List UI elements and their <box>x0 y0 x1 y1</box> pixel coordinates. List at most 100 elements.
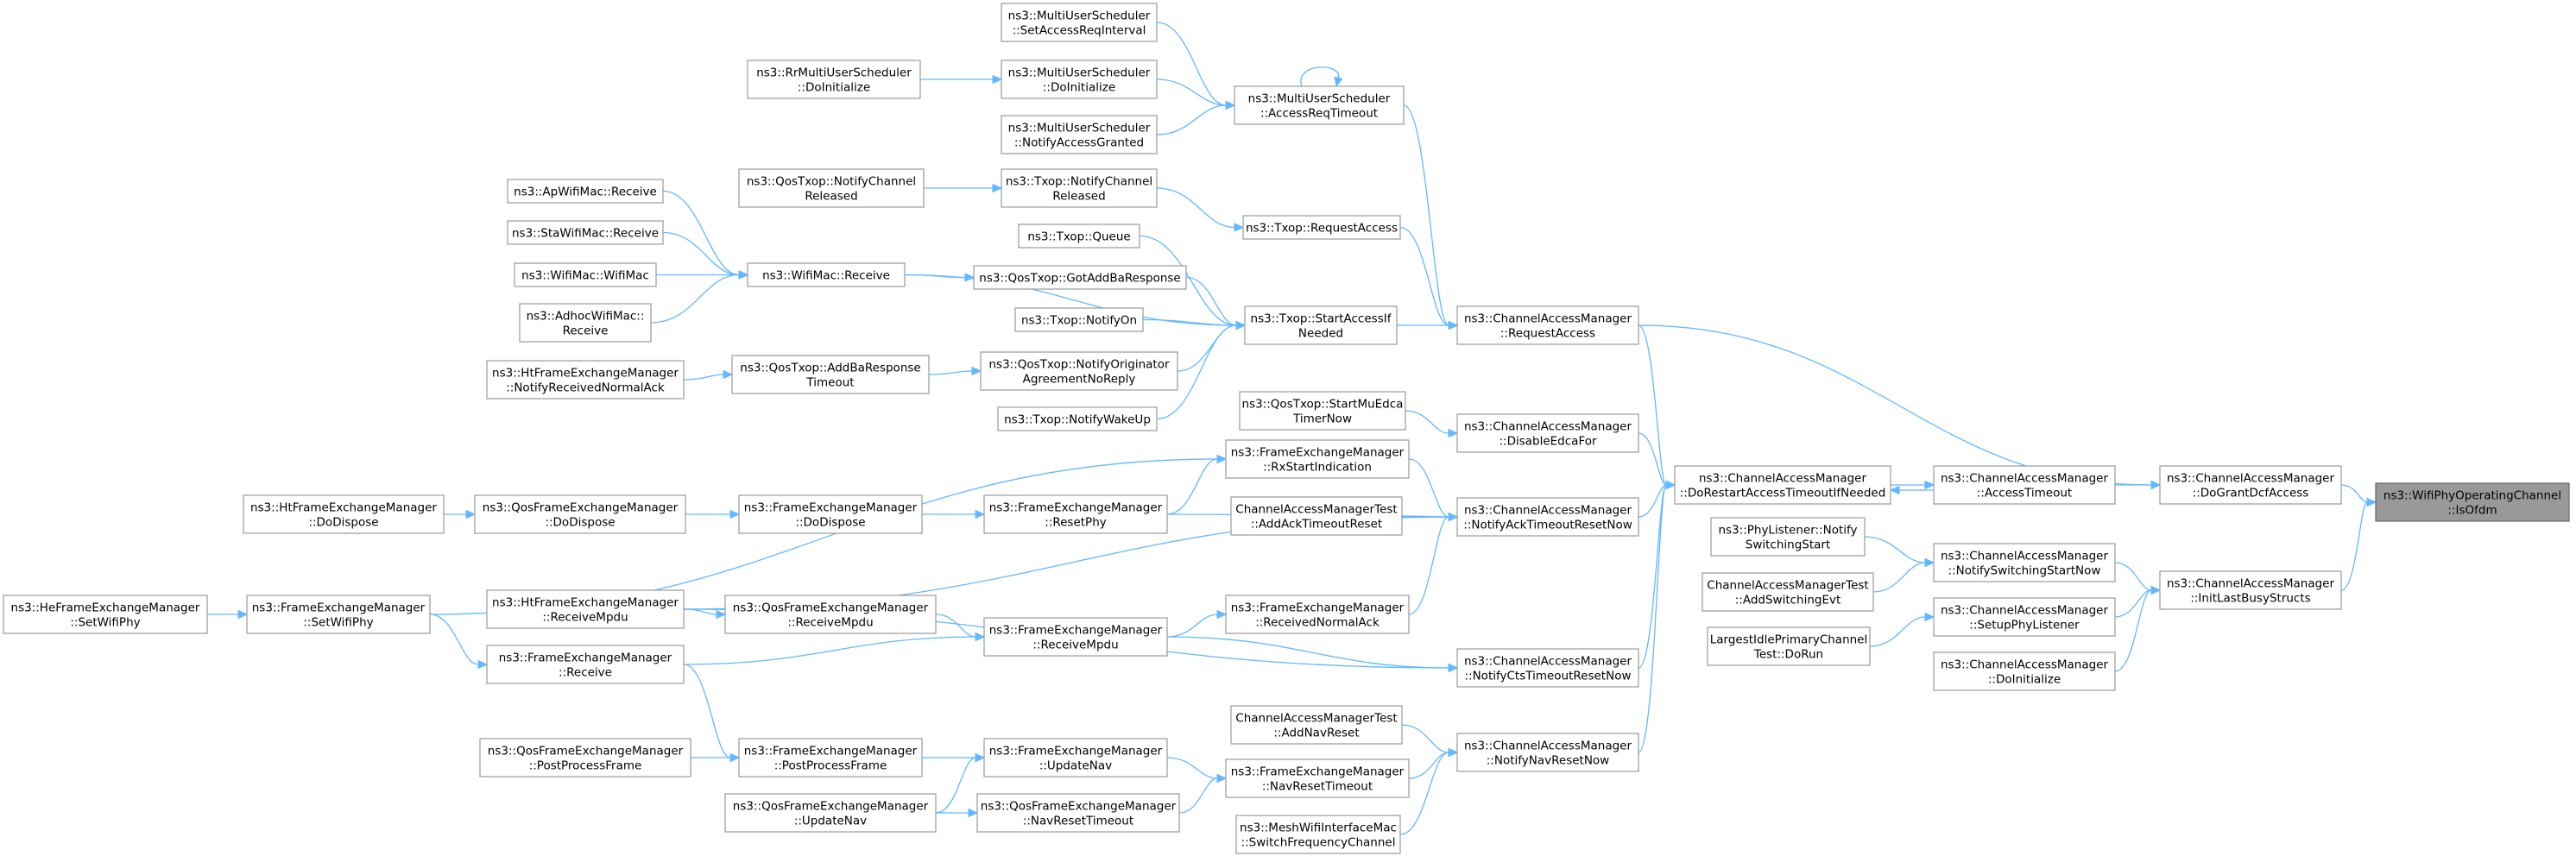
node-fem_postprocess[interactable]: ns3::FrameExchangeManager::PostProcessFr… <box>738 738 923 777</box>
node-label-line: ::PostProcessFrame <box>774 759 887 773</box>
node-box <box>747 262 906 287</box>
node-label-line: ns3::PhyListener::Notify <box>1718 524 1857 538</box>
node-qos_gotaddba[interactable]: ns3::QosTxop::GotAddBaResponse <box>973 265 1187 290</box>
node-box <box>1225 439 1410 479</box>
node-ht_dodispose[interactable]: ns3::HtFrameExchangeManager::DoDispose <box>243 494 445 534</box>
node-qos_navreset[interactable]: ns3::QosFrameExchangeManager::NavResetTi… <box>976 793 1180 833</box>
node-fem_updatenav[interactable]: ns3::FrameExchangeManager::UpdateNav <box>983 738 1168 777</box>
node-mesh_switch[interactable]: ns3::MeshWifiInterfaceMac::SwitchFrequen… <box>1235 815 1401 854</box>
node-ht_notifyack[interactable]: ns3::HtFrameExchangeManager::NotifyRecei… <box>486 360 685 400</box>
node-qosfem_updatenav[interactable]: ns3::QosFrameExchangeManager::UpdateNav <box>724 793 937 833</box>
node-doinit[interactable]: ns3::ChannelAccessManager::DoInitialize <box>1933 651 2116 691</box>
node-txop_queue[interactable]: ns3::Txop::Queue <box>1018 223 1140 249</box>
edge-line <box>1156 324 1237 420</box>
node-phylistener[interactable]: ns3::PhyListener::NotifySwitchingStart <box>1710 517 1866 557</box>
node-label-line: ::AddAckTimeoutReset <box>1251 518 1382 532</box>
edge-layer <box>207 22 2377 835</box>
node-camtest_switch[interactable]: ChannelAccessManagerTest::AddSwitchingEv… <box>1702 572 1874 612</box>
node-camtest_nav[interactable]: ChannelAccessManagerTest::AddNavReset <box>1230 705 1403 745</box>
node-fem_navreset[interactable]: ns3::FrameExchangeManager::NavResetTimeo… <box>1225 758 1410 798</box>
node-label-line: ns3::ChannelAccessManager <box>1941 658 2109 672</box>
node-fem_dodispose[interactable]: ns3::FrameExchangeManager::DoDispose <box>738 494 923 534</box>
node-adhoc_recv[interactable]: ns3::AdhocWifiMac::Receive <box>519 303 652 343</box>
edge-mesh_switch-to-notifynav <box>1399 747 1459 835</box>
node-qosfem_recvmpdu[interactable]: ns3::QosFrameExchangeManager::ReceiveMpd… <box>724 595 937 634</box>
node-mus_notify[interactable]: ns3::MultiUserScheduler::NotifyAccessGra… <box>1001 115 1158 154</box>
node-initlast[interactable]: ns3::ChannelAccessManager::InitLastBusyS… <box>2159 570 2342 610</box>
node-box <box>738 494 923 534</box>
node-label-line: ::DoRestartAccessTimeoutIfNeeded <box>1680 487 1886 500</box>
edge-arrowhead <box>2150 480 2162 490</box>
node-fem_recvmpdu[interactable]: ns3::FrameExchangeManager::ReceiveMpdu <box>983 617 1168 657</box>
node-camtest_ack[interactable]: ChannelAccessManagerTest::AddAckTimeoutR… <box>1230 496 1403 536</box>
node-stamac_recv[interactable]: ns3::StaWifiMac::Receive <box>507 220 664 245</box>
edge-arrowhead <box>1448 663 1459 673</box>
edge-arrowhead <box>1448 512 1459 522</box>
edge-line <box>2114 562 2152 591</box>
edge-arrowhead <box>237 609 249 620</box>
node-disableedca[interactable]: ns3::ChannelAccessManager::DisableEdcaFo… <box>1456 413 1639 453</box>
node-qosfem_dodispose[interactable]: ns3::QosFrameExchangeManager::DoDispose <box>474 494 686 534</box>
node-wifimac_ctor[interactable]: ns3::WifiMac::WifiMac <box>514 262 657 287</box>
node-muaccessreq[interactable]: ns3::MultiUserScheduler::AccessReqTimeou… <box>1234 85 1405 125</box>
node-label-line: ns3::QosFrameExchangeManager <box>981 800 1177 814</box>
node-notifyack[interactable]: ns3::ChannelAccessManager::NotifyAckTime… <box>1456 497 1639 537</box>
node-fem_setwifiphy[interactable]: ns3::FrameExchangeManager::SetWifiPhy <box>246 595 431 634</box>
node-box <box>1242 215 1401 240</box>
node-wifimac_recv[interactable]: ns3::WifiMac::Receive <box>747 262 906 287</box>
node-box <box>1710 517 1866 557</box>
node-fem_receive[interactable]: ns3::FrameExchangeManager::Receive <box>486 645 685 684</box>
node-txopreq[interactable]: ns3::Txop::RequestAccess <box>1242 215 1401 240</box>
node-box <box>1001 3 1158 42</box>
node-label-line: ns3::MultiUserScheduler <box>1248 92 1391 106</box>
node-setupphy[interactable]: ns3::ChannelAccessManager::SetupPhyListe… <box>1933 597 2116 637</box>
node-notifynav[interactable]: ns3::ChannelAccessManager::NotifyNavRese… <box>1456 733 1639 772</box>
node-label-line: ::DoInitialize <box>798 81 870 95</box>
node-label-line: ::ReceiveMpdu <box>1032 639 1118 652</box>
edge-line <box>1166 458 1218 515</box>
node-acctimeout[interactable]: ns3::ChannelAccessManager::AccessTimeout <box>1933 465 2116 505</box>
node-notifycts[interactable]: ns3::ChannelAccessManager::NotifyCtsTime… <box>1456 648 1639 688</box>
node-dogrant[interactable]: ns3::ChannelAccessManager::DoGrantDcfAcc… <box>2159 465 2342 505</box>
edge-fem_receive-to-fem_recvmpdu <box>683 632 986 665</box>
node-ht_recvmpdu[interactable]: ns3::HtFrameExchangeManager::ReceiveMpdu <box>486 589 685 629</box>
edge-arrowhead <box>465 509 477 519</box>
node-label-line: ::SetAccessReqInterval <box>1013 24 1146 38</box>
node-box <box>479 738 691 777</box>
node-label-line: ::InitLastBusyStructs <box>2190 592 2310 606</box>
node-fem_resetphy[interactable]: ns3::FrameExchangeManager::ResetPhy <box>983 494 1168 534</box>
node-label-line: ns3::ChannelAccessManager <box>1464 655 1632 669</box>
node-qos_notifyorig[interactable]: ns3::QosTxop::NotifyOriginatorAgreementN… <box>980 351 1178 391</box>
edge-line <box>662 190 740 276</box>
node-qosfem_postprocess[interactable]: ns3::QosFrameExchangeManager::PostProces… <box>479 738 691 777</box>
node-box <box>1933 651 2116 691</box>
node-isofdm[interactable]: ns3::WifiPhyOperatingChannel::IsOfdm <box>2375 482 2570 522</box>
node-box <box>1018 223 1140 249</box>
node-txop_wakeup[interactable]: ns3::Txop::NotifyWakeUp <box>997 406 1158 431</box>
node-label-line: SwitchingStart <box>1746 538 1831 552</box>
node-txop_notifyon[interactable]: ns3::Txop::NotifyOn <box>1014 307 1144 332</box>
node-rr_doinit[interactable]: ns3::RrMultiUserScheduler::DoInitialize <box>747 60 921 99</box>
node-dorestart[interactable]: ns3::ChannelAccessManager::DoRestartAcce… <box>1674 465 1891 505</box>
node-label-line: ::DoGrantDcfAccess <box>2193 487 2309 500</box>
node-label-line: ns3::Txop::NotifyWakeUp <box>1004 413 1151 427</box>
node-recvnormalack[interactable]: ns3::FrameExchangeManager::ReceivedNorma… <box>1225 595 1410 634</box>
node-he_setwifiphy[interactable]: ns3::HeFrameExchangeManager::SetWifiPhy <box>3 595 208 634</box>
edge-line <box>1872 562 1926 593</box>
edge-fem_dodispose-to-fem_resetphy <box>921 509 986 519</box>
node-notifyswitch[interactable]: ns3::ChannelAccessManager::NotifySwitchi… <box>1933 543 2116 582</box>
edge-largestidle-to-setupphy <box>1869 612 1935 647</box>
edge-disableedca-to-dorestart <box>1638 432 1676 490</box>
node-mus_doinit[interactable]: ns3::MultiUserScheduler::DoInitialize <box>1001 60 1158 99</box>
node-apmac_recv[interactable]: ns3::ApWifiMac::Receive <box>507 179 664 204</box>
node-mus_setaccess[interactable]: ns3::MultiUserScheduler::SetAccessReqInt… <box>1001 3 1158 42</box>
node-reqaccess_cam[interactable]: ns3::ChannelAccessManager::RequestAccess <box>1456 305 1639 345</box>
node-rxstart[interactable]: ns3::FrameExchangeManager::RxStartIndica… <box>1225 439 1410 479</box>
edge-arrowhead <box>1216 454 1228 464</box>
